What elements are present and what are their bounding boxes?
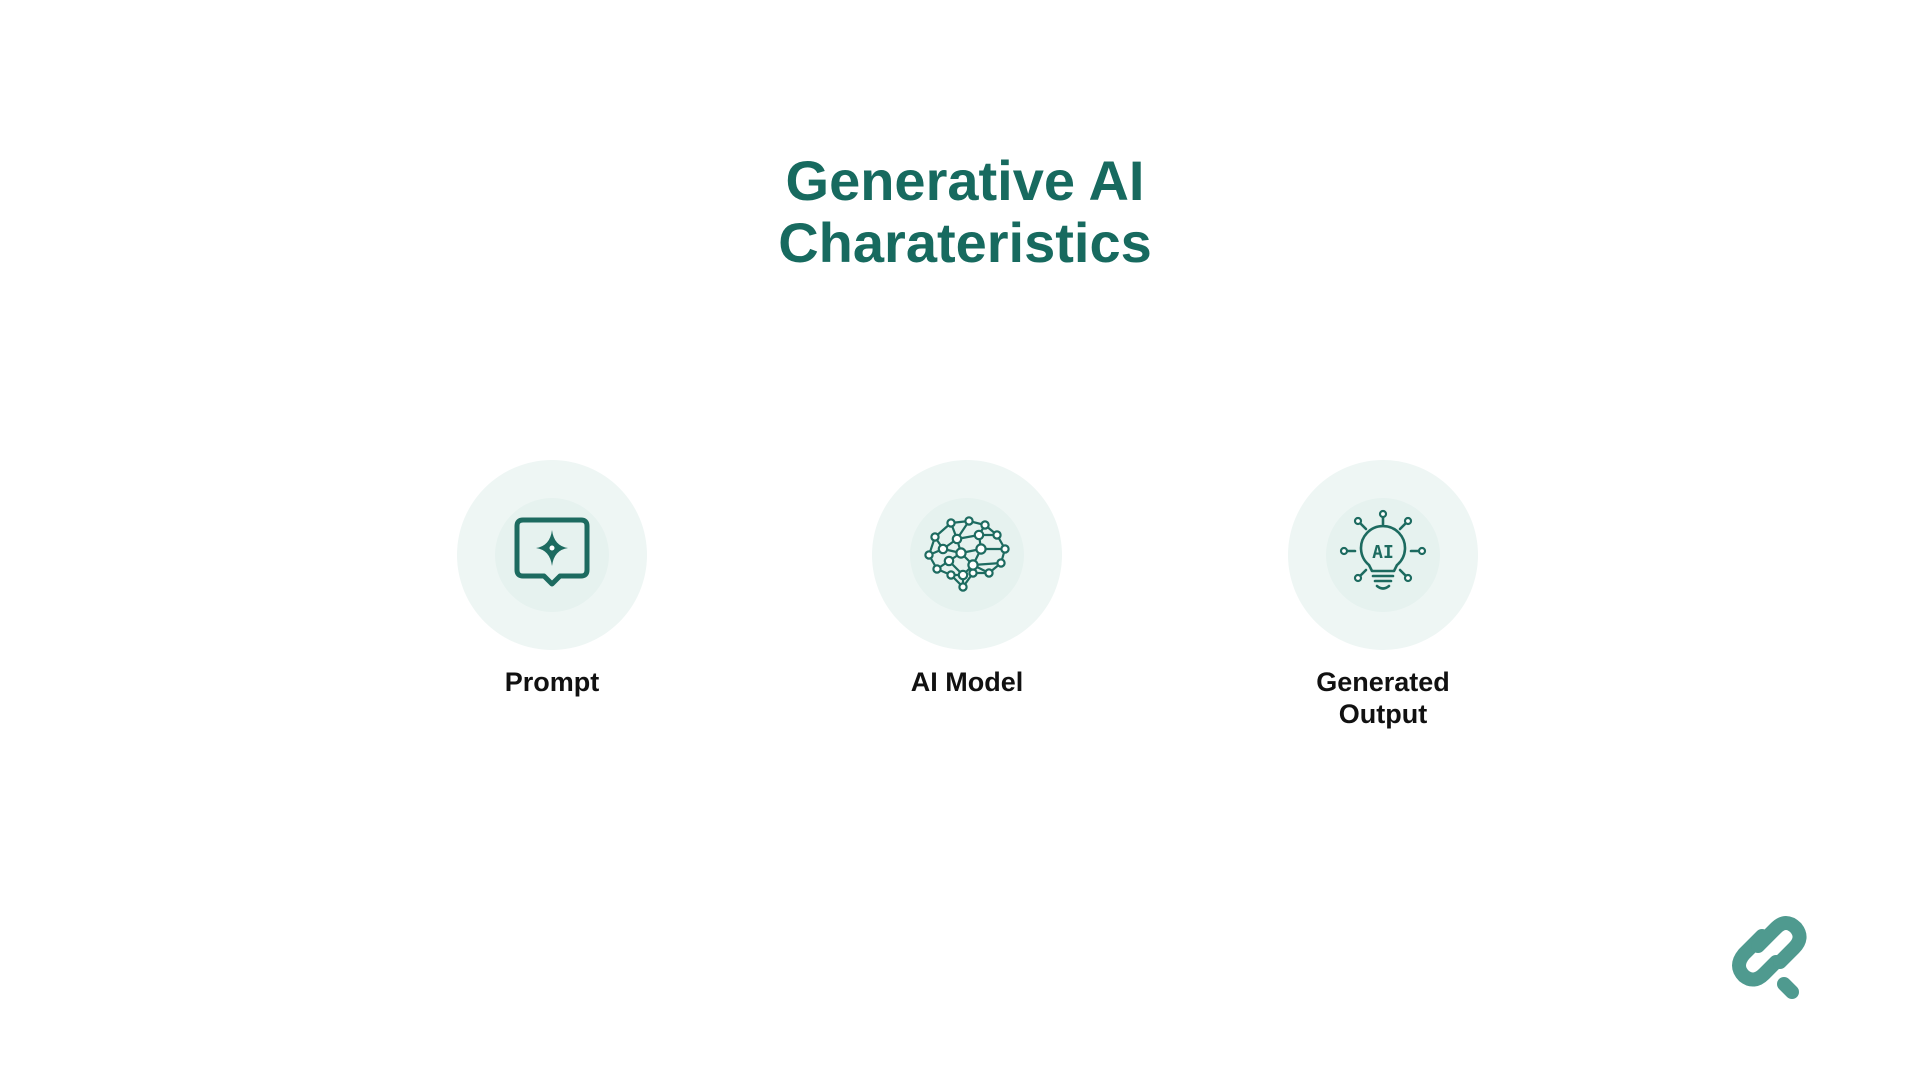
icon-circle (457, 460, 647, 650)
feature-label: AI Model (910, 667, 1024, 697)
icon-circle: AI (1288, 460, 1478, 650)
feature-label: Generated Output (1316, 667, 1450, 729)
neural-network-brain-icon (924, 516, 1010, 592)
feature-item-generated-output: AI Generated Output (1243, 460, 1523, 730)
slide-title: Generative AI Charateristics (0, 150, 1920, 274)
feature-item-prompt: Prompt (412, 460, 692, 698)
ai-lightbulb-text: AI (1372, 542, 1394, 563)
feature-label: Prompt (504, 667, 600, 697)
slide-title-line-1: Generative AI (785, 149, 1145, 212)
icon-circle (872, 460, 1062, 650)
ai-lightbulb-icon: AI (1339, 509, 1427, 590)
brand-logo-icon (1732, 916, 1807, 999)
sparkle-chat-bubble-icon (514, 517, 590, 587)
feature-item-ai-model: AI Model (827, 460, 1107, 698)
slide-title-line-2: Charateristics (778, 211, 1152, 274)
